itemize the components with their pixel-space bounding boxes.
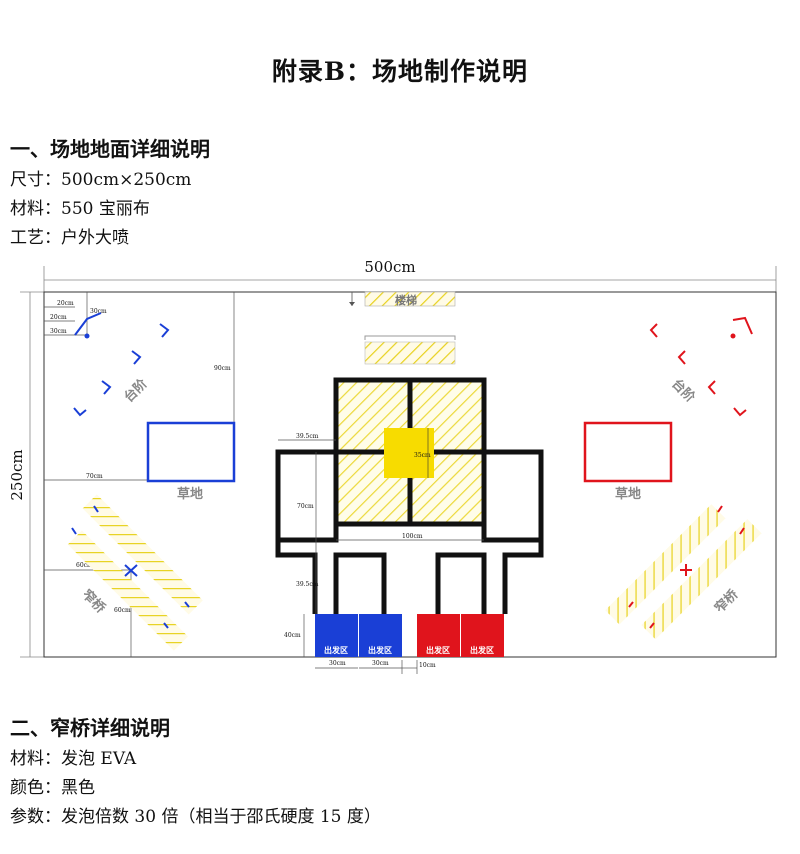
size-line: 尺寸：500cm×250cm [10,170,192,190]
ladder-label: 楼梯 [395,293,417,307]
left-bridge-label: 窄桥 [79,587,109,617]
width-dimension [43,266,777,292]
material-line: 材料：550 宝丽布 [10,199,150,219]
left-grass-zone [146,421,236,483]
dim-20-a: 20cm [57,300,74,307]
black-track [275,377,544,614]
left-steps-label: 台阶 [121,375,151,405]
center-dimensions [278,439,484,674]
width-label: 500cm [364,258,415,276]
right-bridge-label: 窄桥 [712,586,742,616]
start-zone-blue-2 [359,614,402,657]
dim-35: 35cm [414,452,431,459]
dim-39-5-top: 39.5cm [296,433,319,440]
eva-material-line: 材料：发泡 EVA [10,749,137,769]
dim-60-a: 60cm [76,562,93,569]
dim-30-start-2: 30cm [372,660,389,667]
ladder-marker [364,335,456,340]
dim-30-b: 30cm [90,308,107,315]
dim-40: 40cm [284,632,301,639]
right-steps-markers [649,323,747,417]
right-bridge [605,504,762,640]
dim-60-b: 60cm [114,607,131,614]
dim-39-5-bottom: 39.5cm [296,581,319,588]
start-zone-red-2 [461,614,504,657]
dim-30-a: 30cm [50,328,67,335]
left-bridge-markers [71,505,190,629]
left-bridge [67,494,203,651]
ladder-zone-top [364,291,456,307]
height-dimension [20,291,44,658]
dim-70-left: 70cm [86,473,103,480]
dim-30-start-1: 30cm [329,660,346,667]
right-grass-label: 草地 [615,486,641,502]
left-grass-label: 草地 [177,486,203,502]
dim-70-center: 70cm [297,503,314,510]
start-zone-red-1 [417,614,460,657]
ladder-zone-bottom [364,341,456,365]
section2-heading: 二、窄桥详细说明 [10,716,170,740]
start-zone-blue-1 [315,614,358,657]
dim-90: 90cm [214,365,231,372]
left-steps-markers [73,323,170,417]
right-grass-zone [583,421,673,483]
start-label-3: 出发区 [426,645,450,655]
page-title: 附录B：场地制作说明 [271,57,529,86]
section1-heading: 一、场地地面详细说明 [10,137,210,161]
right-steps-label: 台阶 [668,376,698,406]
right-bridge-markers [628,505,745,629]
start-label-1: 出发区 [324,645,348,655]
process-line: 工艺：户外大喷 [10,228,129,248]
dim-10: 10cm [419,662,436,669]
height-label: 250cm [8,449,26,500]
params-line: 参数：发泡倍数 30 倍（相当于邵氏硬度 15 度） [10,807,381,827]
dim-100: 100cm [402,533,423,540]
left-start-marker [74,312,102,336]
start-label-4: 出发区 [470,645,494,655]
color-line: 颜色：黑色 [10,778,95,798]
start-label-2: 出发区 [368,645,392,655]
dim-20-b: 20cm [50,314,67,321]
right-start-marker [732,316,753,335]
center-yellow-square [384,428,434,478]
